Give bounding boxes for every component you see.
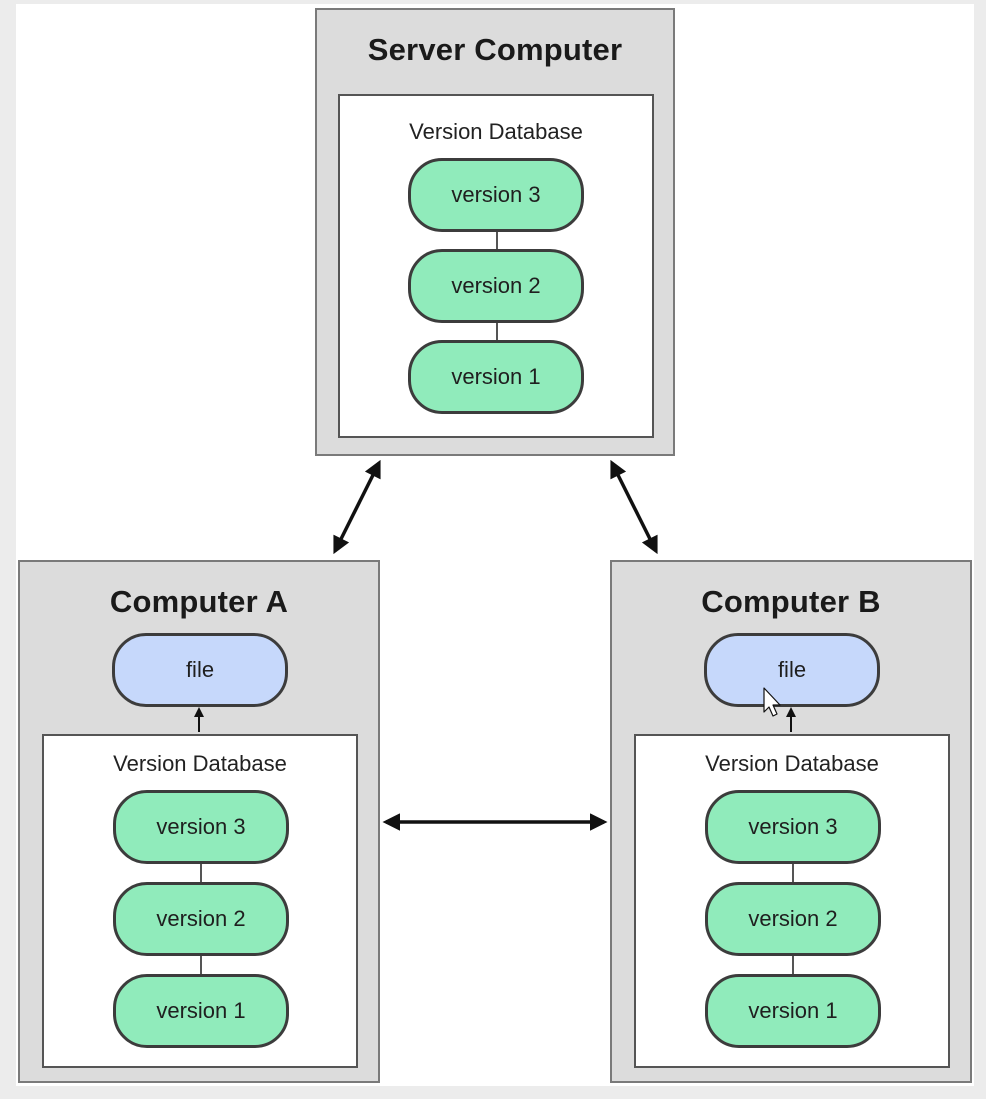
server-computer: Server Computer Version Database version… <box>315 8 675 456</box>
computer-b-version-database: Version Database version 3 version 2 ver… <box>634 734 950 1068</box>
server-computer-title: Server Computer <box>367 32 623 67</box>
version-link <box>496 323 498 345</box>
computer-b-title: Computer B <box>701 584 881 619</box>
computer-a-version-1: version 1 <box>113 974 289 1048</box>
computer-b-version-2: version 2 <box>705 882 881 956</box>
server-version-1: version 1 <box>408 340 584 414</box>
computer-b-version-1: version 1 <box>705 974 881 1048</box>
version-link <box>792 952 794 974</box>
computer-b: Computer B file Version Database version… <box>610 560 972 1083</box>
version-link <box>792 860 794 882</box>
version-link <box>496 232 498 254</box>
version-link <box>200 952 202 974</box>
server-version-database: Version Database version 3 version 2 ver… <box>338 94 654 438</box>
computer-b-file: file <box>704 633 880 707</box>
computer-a-version-database: Version Database version 3 version 2 ver… <box>42 734 358 1068</box>
computer-a-version-2: version 2 <box>113 882 289 956</box>
version-link <box>200 860 202 882</box>
computer-b-db-label: Version Database <box>705 751 879 776</box>
computer-b-version-3: version 3 <box>705 790 881 864</box>
server-version-3: version 3 <box>408 158 584 232</box>
computer-a-title: Computer A <box>109 584 289 619</box>
computer-a-file: file <box>112 633 288 707</box>
server-db-label: Version Database <box>409 119 583 144</box>
computer-a-db-label: Version Database <box>113 751 287 776</box>
server-version-2: version 2 <box>408 249 584 323</box>
computer-a: Computer A file Version Database version… <box>18 560 380 1083</box>
computer-a-version-3: version 3 <box>113 790 289 864</box>
